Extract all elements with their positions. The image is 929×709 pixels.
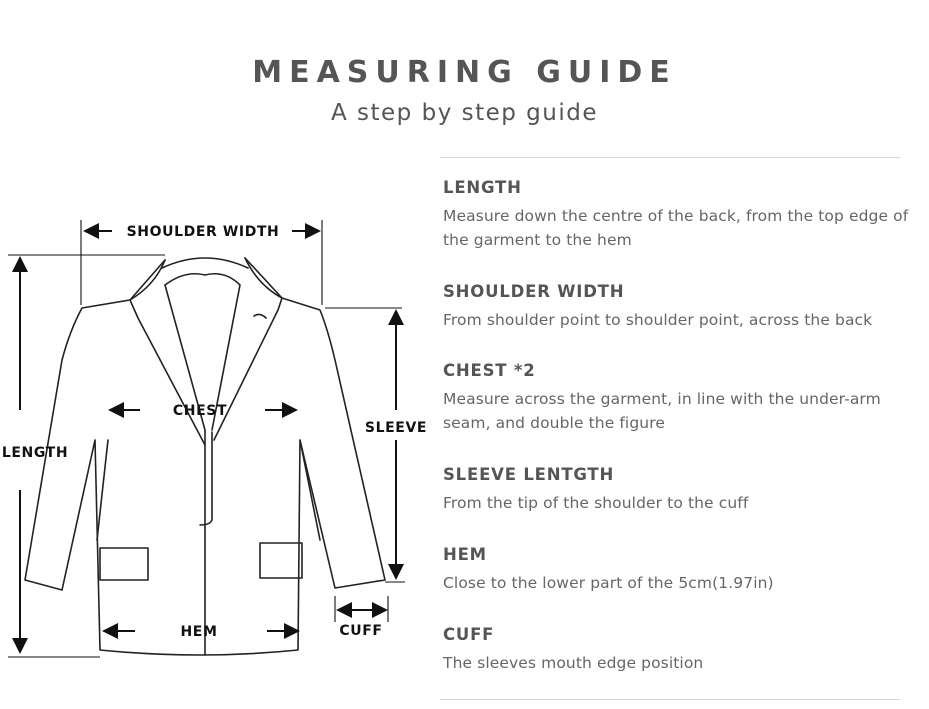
section-shoulder-width: SHOULDER WIDTH From shoulder point to sh… — [443, 282, 913, 332]
jacket-measurement-diagram: SHOULDER WIDTH CHEST SLEEVE LENGTH HEM C… — [2, 220, 427, 658]
section-title: HEM — [443, 545, 487, 564]
top-divider — [440, 157, 900, 158]
section-sleeve-length: SLEEVE LENTGTH From the tip of the shoul… — [443, 465, 913, 515]
label-sleeve: SLEEVE — [365, 420, 427, 436]
page-subtitle: A step by step guide — [330, 100, 598, 126]
section-title: SLEEVE LENTGTH — [443, 465, 615, 484]
section-text: Measure down the centre of the back, fro… — [443, 207, 909, 249]
section-length: LENGTH Measure down the centre of the ba… — [443, 178, 913, 252]
section-hem: HEM Close to the lower part of the 5cm(1… — [443, 545, 913, 595]
jacket-drawing — [24, 257, 386, 656]
section-title: CUFF — [443, 625, 495, 644]
section-text: The sleeves mouth edge position — [443, 654, 704, 672]
section-text: Measure across the garment, in line with… — [443, 390, 881, 432]
section-text: From shoulder point to shoulder point, a… — [443, 311, 873, 329]
section-title: SHOULDER WIDTH — [443, 282, 625, 301]
label-hem: HEM — [180, 624, 217, 640]
page-title: MEASURING GUIDE — [252, 55, 677, 90]
label-shoulder-width: SHOULDER WIDTH — [127, 224, 280, 240]
section-chest: CHEST *2 Measure across the garment, in … — [443, 361, 913, 435]
section-title: CHEST *2 — [443, 361, 536, 380]
label-chest: CHEST — [173, 403, 227, 419]
bottom-divider — [440, 699, 900, 700]
section-title: LENGTH — [443, 178, 522, 197]
section-cuff: CUFF The sleeves mouth edge position — [443, 625, 913, 675]
label-cuff: CUFF — [339, 623, 382, 639]
section-text: From the tip of the shoulder to the cuff — [443, 494, 749, 512]
section-text: Close to the lower part of the 5cm(1.97i… — [443, 574, 774, 592]
label-length: LENGTH — [2, 445, 68, 461]
